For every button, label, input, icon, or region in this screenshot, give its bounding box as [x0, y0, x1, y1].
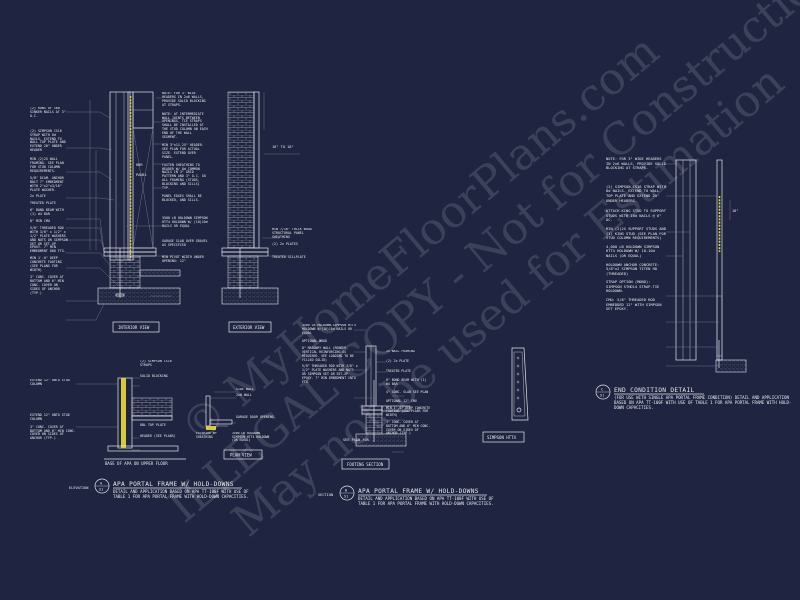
simpson-htt4-caption: SIMPSON HTT4: [487, 435, 516, 440]
note-c7: STRAP OPTION (MONO): SIMPSON STHD14 STRA…: [606, 280, 660, 294]
interior-view-caption: INTERIOR VIEW: [118, 325, 150, 330]
note-i3: MIN (2)2X WALL FRAMING. SEE PLAN FOR STU…: [30, 157, 64, 173]
exterior-view-caption: EXTERIOR VIEW: [233, 325, 265, 330]
note-r3: MIN 3"x11.25" HEADER. SEE PLAN FOR ACTUA…: [162, 142, 204, 159]
note-i5: 2x PLATE: [30, 194, 46, 199]
note-i4: 5/8" DIAM. ANCHOR BOLT 7" EMBEDMENT WITH…: [30, 175, 64, 192]
note-g5: 4" CONC. SLAB SEE PLAN: [386, 389, 429, 394]
note-i6: TREATED PLATE: [30, 201, 56, 206]
note-r8: MIN PIVOT WIDTH UNDER OPENING: 12": [162, 255, 204, 264]
note-i11: 3" CONC. COVER AT BOTTOM AND 6" MIN CONC…: [30, 274, 64, 295]
elevation-desc: DETAIL AND APPLICATION BASED ON APA TT-1…: [113, 489, 249, 499]
end-condition-detail: 18" NOTE: FOR 3" WIDE HEADERS IN 2x6 WAL…: [606, 157, 747, 373]
note-c6: HOLDOWN ANCHOR CONCRETE: 5/8"x2 SIMPSON …: [606, 262, 660, 276]
end-desc: (FOR USE WITH SINGLE APA PORTAL FRAME CO…: [614, 395, 792, 410]
note-u1: EXTEND 12" ONTO STUD COLUMN: [30, 379, 70, 386]
section-title: APA PORTAL FRAME W/ HOLD-DOWNS: [358, 488, 479, 495]
note-u7: HEADER (SEE PLANS): [140, 433, 176, 438]
end-condition-title-block: C S1 END CONDITION DETAIL (FOR USE WITH …: [595, 384, 792, 410]
note-i1: (2) ROWS OF 16d SINKER NAILS AT 3" O.C.: [30, 107, 66, 118]
note-r2: NOTE: AT INTERMEDIATE WALL JOINTS BETWEE…: [162, 111, 208, 140]
note-e1: MIN 7/16" THICK WOOD STRUCTURAL PANEL SH…: [272, 228, 312, 239]
note-g6: OPTIONAL 12" CMU: [386, 398, 417, 403]
elevation-bubble-bottom: S1: [99, 488, 103, 492]
section-bubble-bottom: S1: [344, 495, 348, 499]
note-f5: SEE PLAN FOR: [343, 438, 370, 442]
note-u3: 3" CONC. COVER AT BOTTOM AND 6" MIN CONC…: [30, 424, 76, 441]
end-bubble-top: C: [601, 388, 603, 392]
note-f1: 3500 LB HOLDOWN-SIMPSON HTT4 HOLDOWN W/(…: [302, 324, 356, 335]
note-g1: 2x WALL FRAMING: [386, 350, 415, 353]
note-f4: 5/8" THREADED ROD WITH 3/8" x 1/2" PLATE…: [302, 364, 358, 384]
note-g2: (2) 2x PLATE: [386, 358, 410, 363]
note-p3: GARAGE DOOR OPENING: [236, 414, 274, 419]
exterior-view-detail: 16" TO 18" EXTERIOR VIEW MIN 7/16" THICK…: [221, 91, 312, 333]
footing-section-caption: FOOTING SECTION: [347, 462, 384, 467]
section-title-block: SECTION B S1 APA PORTAL FRAME W/ HOLD-DO…: [318, 485, 494, 506]
upper-floor-caption: BASE OF APA ON UPPER FLOOR: [105, 461, 168, 466]
note-r7: GARAGE SLAB OVER GRAVEL AS SPECIFIED: [162, 239, 208, 248]
note-f2: OPTIONAL WOOD: [302, 339, 327, 344]
note-r5: PANEL EDGES SHALL BE BLOCKED, AND SILLS.: [162, 193, 202, 202]
panel-label: PANEL: [136, 173, 147, 177]
elevation-title: APA PORTAL FRAME W/ HOLD-DOWNS: [113, 481, 234, 488]
interior-view-detail: INTERIOR VIEW HDR PANEL: [66, 91, 181, 333]
end-title: END CONDITION DETAIL: [614, 387, 695, 394]
note-r6: 3500 LB HOLDOWN SIMPSON HTT4 HOLDOWN W/ …: [162, 215, 208, 228]
note-r4: FASTEN SHEATHING TO HEADER W/ 8d COMMON …: [162, 162, 206, 191]
note-i8: 8" MIN CMU: [30, 219, 50, 224]
note-g4: 8" BOND BEAM WITH (1) #4 BAR: [386, 378, 427, 387]
note-c5: 4,000 LB HOLDOWN SIMPSON HTT4 HOLDOWN W/…: [606, 244, 660, 258]
note-u4: (2) SIMPSON CS16 STRAPS: [140, 360, 172, 367]
section-desc: DETAIL AND APPLICATION BASED ON APA TT-1…: [358, 496, 494, 506]
note-p5: 3500 LB HOLDOWN SIMPSON HTT4 HOLDOWN (OR…: [232, 432, 270, 443]
simpson-htt4-detail: SIMPSON HTT4: [482, 347, 529, 443]
note-e3: TREATED SILLPLATE: [272, 254, 306, 259]
note-i2: (2) SIMPSON CS16 STRAP WITH 8d NAILS. EX…: [30, 128, 66, 153]
note-p1: SIDE WALL: [236, 388, 254, 391]
note-u5: SOLID BLOCKING: [140, 373, 168, 378]
elevation-title-block: ELEVATION A S1 APA PORTAL FRAME W/ HOLD-…: [69, 478, 249, 499]
elevation-tag: ELEVATION: [69, 486, 88, 490]
note-c8: CMU: 5/8" THREADED ROD EMBEDDED 12" WITH…: [606, 298, 662, 312]
interior-notes-left: (2) ROWS OF 16d SINKER NAILS AT 3" O.C. …: [30, 107, 68, 295]
note-g8: 3" CONC. COVER AT BOTTOM AND 6" MIN CONC…: [386, 419, 431, 436]
note-i7: 8" BOND BEAM WITH (1) #4 BAR: [30, 208, 64, 217]
upper-floor-detail: EXTEND 12" ONTO STUD COLUMN EXTEND 12" O…: [30, 360, 274, 466]
note-c3: ATTACH KING STUD TO SUPPORT STUDS WITH 1…: [606, 209, 666, 223]
note-g3: TREATED PLATE: [386, 368, 411, 373]
note-u2: EXTEND 12" ONTO STUD COLUMN: [30, 412, 70, 421]
note-c1: NOTE: FOR 3" WIDE HEADERS IN 2x6 WALLS, …: [606, 157, 666, 171]
section-bubble-top: B: [345, 489, 347, 493]
footing-section-detail: 3500 LB HOLDOWN-SIMPSON HTT4 HOLDOWN W/(…: [302, 324, 431, 470]
note-u6: DBL TOP PLATE: [140, 422, 166, 427]
elevation-bubble-top: A: [100, 482, 103, 486]
watermark: © MyHomeFloorPlans.com ILLEGAL COPY - No…: [159, 0, 800, 547]
note-r1: NOTE: FOR 3" WIDE HEADERS IN 2x6 WALLS, …: [162, 92, 206, 107]
interior-notes-right: NOTE: FOR 3" WIDE HEADERS IN 2x6 WALLS, …: [162, 92, 208, 264]
note-c2: (2) SIMPSON CS16 STRAP WITH 8d NAILS. EX…: [606, 184, 666, 203]
note-p4: EXTERIOR WP SHEATHING: [196, 432, 217, 439]
header-label: HDR: [136, 163, 143, 167]
exterior-dim: 16" TO 18": [272, 145, 294, 149]
plan-view-caption: PLAN VIEW: [230, 453, 252, 458]
note-e2: (2) 2x PLATES: [272, 241, 298, 246]
note-g7: MIN 1'-0" DEEP CONCRETE FOOTING (SEE PLA…: [386, 405, 431, 418]
note-i10: MIN 1'-0" DEEP CONCRETE FOOTING (SEE PLA…: [30, 256, 62, 272]
note-c4: MIN (2)2X SUPPORT STUDS AND (1) KING STU…: [606, 226, 666, 241]
note-f3: 8" MASONRY WALL (RENDER, VERTICAL REINFO…: [302, 346, 354, 362]
end-dim: 18": [732, 209, 739, 213]
section-tag: SECTION: [318, 493, 333, 497]
note-i9: 5/8" THREADED ROD WITH 3/8" x 1/2" x 1/2…: [30, 225, 68, 254]
end-bubble-bottom: S1: [600, 394, 604, 398]
note-p2: 2x6 WALL: [236, 392, 252, 397]
